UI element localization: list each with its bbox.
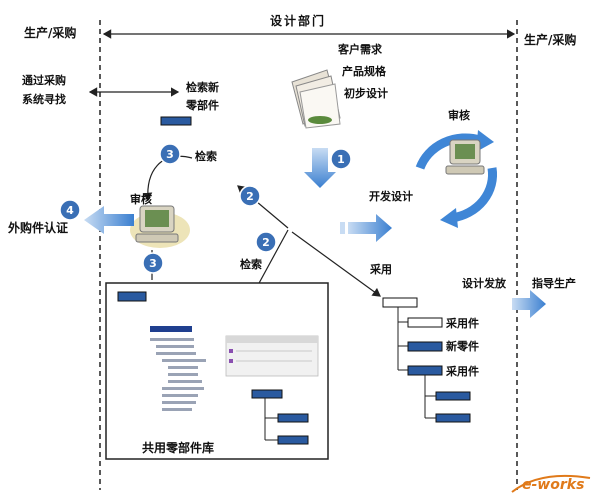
watermark-logo: e-works [522,477,585,493]
line-center-to-reuse [291,231,381,297]
production-purchasing-left: 生产/采购 [24,26,77,40]
badge-3a-number: 3 [166,148,174,161]
down-arrow-1 [304,148,336,188]
library-tree-list [150,334,220,415]
search-curve-arrow [142,155,193,202]
badge-4: 4 [59,199,81,221]
review-top-label: 审核 [448,109,470,122]
badge-3b: 3 [142,252,164,274]
review-cycle-icon [415,130,497,228]
document-stack-icon [291,69,341,129]
outsourced-arrow [84,206,134,234]
develop-design-arrow-tail [340,222,345,234]
library-tree [251,389,309,445]
badge-2a: 2 [239,185,261,207]
customer-requirement-label: 客户需求 [338,43,382,56]
design-release-label: 设计发放 [462,277,506,290]
develop-design-label: 开发设计 [369,190,413,203]
badge-2a-number: 2 [246,190,254,203]
reuse-label: 采用 [370,263,392,276]
guide-production-label: 指导生产 [532,277,576,290]
badge-2b: 2 [255,231,277,253]
library-top-box [117,291,147,302]
badge-2b-number: 2 [262,236,270,249]
search-top-label: 检索 [195,150,217,163]
badge-4-number: 4 [66,204,74,217]
outsourced-certification-label: 外购件认证 [8,221,69,235]
badge-1-number: 1 [337,153,345,166]
guide-production-arrow [512,290,546,318]
design-department-label: 设计部门 [270,14,327,28]
purchasing-search-label: 通过采购 系统寻找 [22,74,66,106]
search-bottom-label: 检索 [240,258,262,271]
reuse-part-label: 采用件 [446,317,479,330]
review-left-label: 审核 [130,193,152,206]
reuse-part-2-label: 采用件 [446,365,479,378]
badge-3b-number: 3 [149,257,157,270]
reuse-tree [382,297,471,423]
production-purchasing-right: 生产/采购 [524,33,577,47]
library-screenshot [150,326,319,377]
badge-3a: 3 [159,143,181,165]
common-parts-library-label: 共用零部件库 [142,441,215,455]
product-spec-label: 产品规格 [342,65,386,78]
badge-1: 1 [330,148,352,170]
new-part-box [160,116,192,126]
develop-design-arrow [348,214,392,242]
watermark-swoosh [511,474,591,493]
review-computer-icon [130,205,190,248]
new-part-label: 新零件 [446,340,479,353]
search-new-parts-label: 检索新 零部件 [186,81,219,112]
preliminary-design-label: 初步设计 [344,87,388,100]
